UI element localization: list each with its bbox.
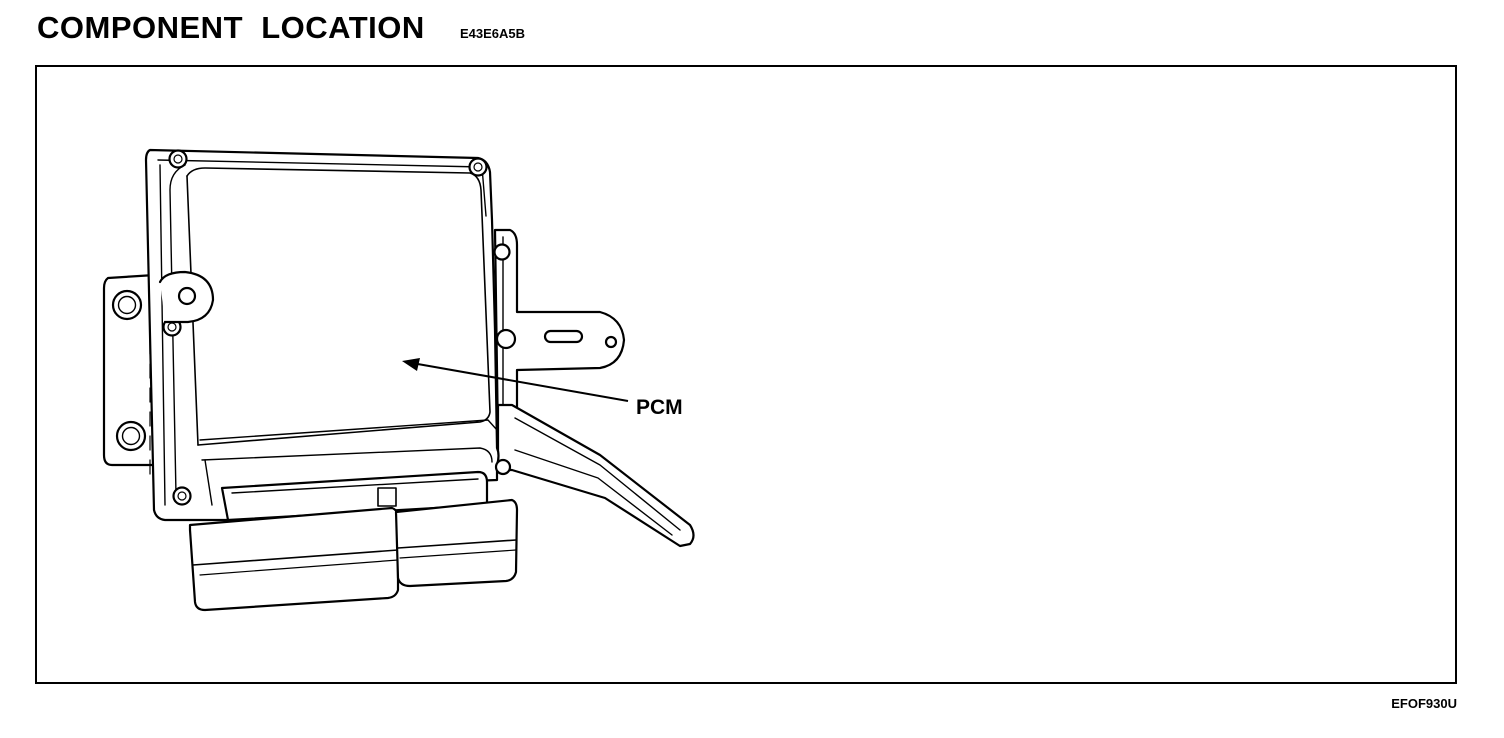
arrow-head-icon bbox=[402, 358, 420, 371]
document-code: E43E6A5B bbox=[460, 26, 526, 41]
connector-right bbox=[394, 498, 519, 588]
harness-bracket bbox=[496, 403, 695, 548]
page-title: COMPONENT LOCATION bbox=[37, 10, 425, 45]
left-bracket bbox=[102, 273, 162, 467]
bolt-icon bbox=[493, 243, 511, 261]
figure-id: EFOF930U bbox=[1391, 696, 1457, 711]
pcm-housing bbox=[144, 148, 512, 522]
bolt-icon bbox=[495, 328, 517, 350]
pcm-callout: PCM bbox=[402, 358, 683, 419]
connector-shroud bbox=[220, 470, 489, 522]
connector-left bbox=[188, 506, 400, 612]
pcm-label: PCM bbox=[636, 396, 683, 419]
right-bracket bbox=[493, 228, 626, 442]
diagram-frame bbox=[35, 65, 1457, 684]
bolt-icon bbox=[494, 458, 512, 476]
